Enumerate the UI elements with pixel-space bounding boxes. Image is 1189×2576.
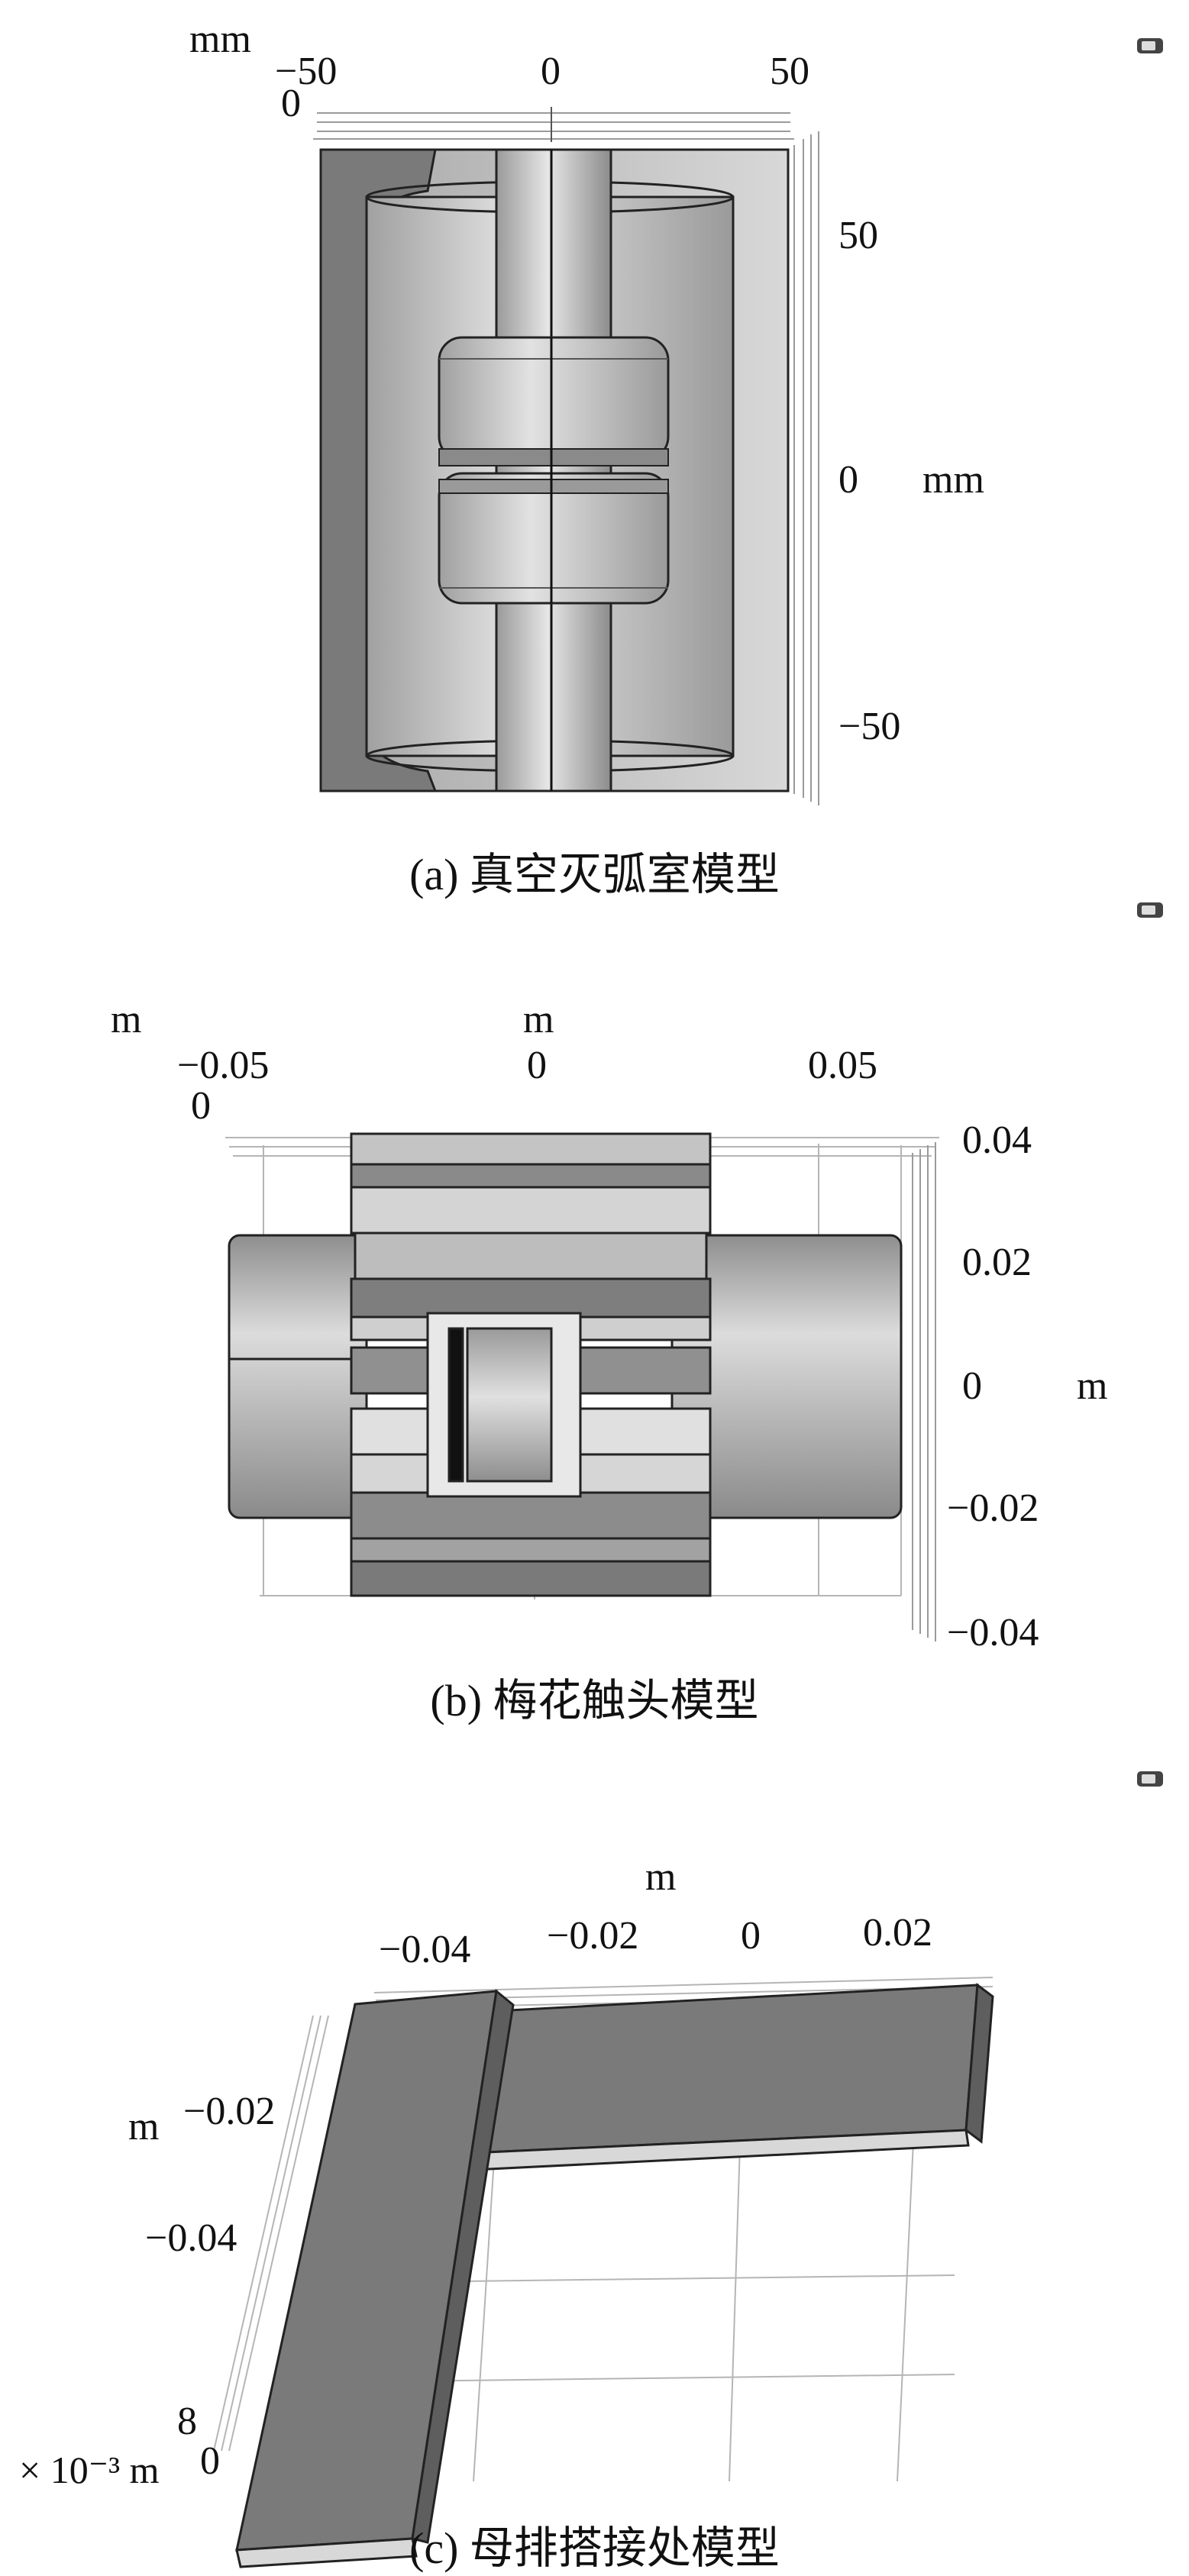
- x-axis-unit-left: m: [111, 998, 141, 1041]
- left-conductor: [228, 1234, 368, 1519]
- y-tick-minus-0-02: −0.02: [183, 2090, 275, 2133]
- vacuum-interrupter-diagram: mm −50 0 50 0 50 0 mm −50: [189, 18, 984, 805]
- y-axis-unit: mm: [922, 458, 984, 502]
- x-tick-50: 50: [770, 50, 809, 93]
- x-tick-0-02: 0.02: [863, 1911, 932, 1955]
- camera-icon[interactable]: [1136, 901, 1164, 919]
- caption-c: (c) 母排搭接处模型: [409, 2523, 780, 2573]
- x-axis-unit-mid: m: [523, 998, 554, 1041]
- y-tick-minus-0-04: −0.04: [145, 2216, 237, 2260]
- contact-gap: [426, 1312, 582, 1498]
- busbar-joint-diagram: m −0.04 −0.02 0 0.02 m −0.02 −0.04 8 × 1…: [19, 1855, 994, 2568]
- y-tick-minus-0-04: −0.04: [947, 1611, 1039, 1654]
- horizontal-busbar: [468, 1983, 994, 2171]
- panel-busbar-joint: m −0.04 −0.02 0 0.02 m −0.02 −0.04 8 × 1…: [0, 1748, 1189, 2574]
- y-tick-0: 0: [838, 458, 858, 502]
- x-tick-0-05: 0.05: [808, 1044, 877, 1087]
- conductive-rod: [495, 148, 612, 792]
- z-tick-8: 8: [177, 2400, 197, 2443]
- y-tick-minus-50: −50: [838, 705, 900, 748]
- y-tick-0-02: 0.02: [962, 1241, 1032, 1284]
- upper-contact: [438, 336, 670, 466]
- vertical-busbar: [235, 1989, 515, 2568]
- x-tick-0: 0: [527, 1044, 547, 1087]
- y-tick-0: 0: [962, 1364, 982, 1408]
- y-tick-50: 50: [838, 214, 878, 257]
- y-tick-minus-0-02: −0.02: [947, 1487, 1039, 1530]
- caption-a: (a) 真空灭弧室模型: [409, 850, 780, 899]
- depth-tick-0: 0: [281, 82, 301, 125]
- plum-contact-diagram: m m −0.05 0 0.05 0 0.04 0.02 0 m −0.02 −…: [111, 998, 1107, 1654]
- y-tick-0-04: 0.04: [962, 1119, 1032, 1162]
- top-axis-strip: [313, 112, 794, 140]
- z-axis-unit: × 10⁻³ m: [19, 2448, 160, 2491]
- x-axis-unit: mm: [189, 18, 251, 61]
- y-axis-unit: m: [1077, 1364, 1107, 1408]
- right-axis-strip: [793, 131, 819, 805]
- x-axis-unit: m: [645, 1855, 676, 1899]
- camera-icon[interactable]: [1136, 37, 1164, 55]
- x-tick-0: 0: [541, 50, 561, 93]
- x-tick-minus-0-04: −0.04: [379, 1928, 470, 1971]
- depth-tick-0: 0: [191, 1084, 211, 1128]
- lower-contact: [438, 472, 670, 605]
- y-axis-unit: m: [128, 2105, 159, 2148]
- x-tick-minus-0-02: −0.02: [547, 1914, 638, 1958]
- x-tick-minus-50: −50: [275, 50, 337, 93]
- x-tick-0: 0: [741, 1914, 761, 1958]
- x-tick-minus-0-05: −0.05: [177, 1044, 269, 1087]
- z-tick-0: 0: [200, 2439, 220, 2483]
- right-axis-strip: [912, 1142, 936, 1641]
- panel-vacuum-interrupter: mm −50 0 50 0 50 0 mm −50 (a) 真空灭弧室模型: [0, 0, 1189, 916]
- caption-b: (b) 梅花触头模型: [430, 1676, 759, 1725]
- camera-icon[interactable]: [1136, 1770, 1164, 1788]
- panel-plum-contact: m m −0.05 0 0.05 0 0.04 0.02 0 m −0.02 −…: [0, 901, 1189, 1764]
